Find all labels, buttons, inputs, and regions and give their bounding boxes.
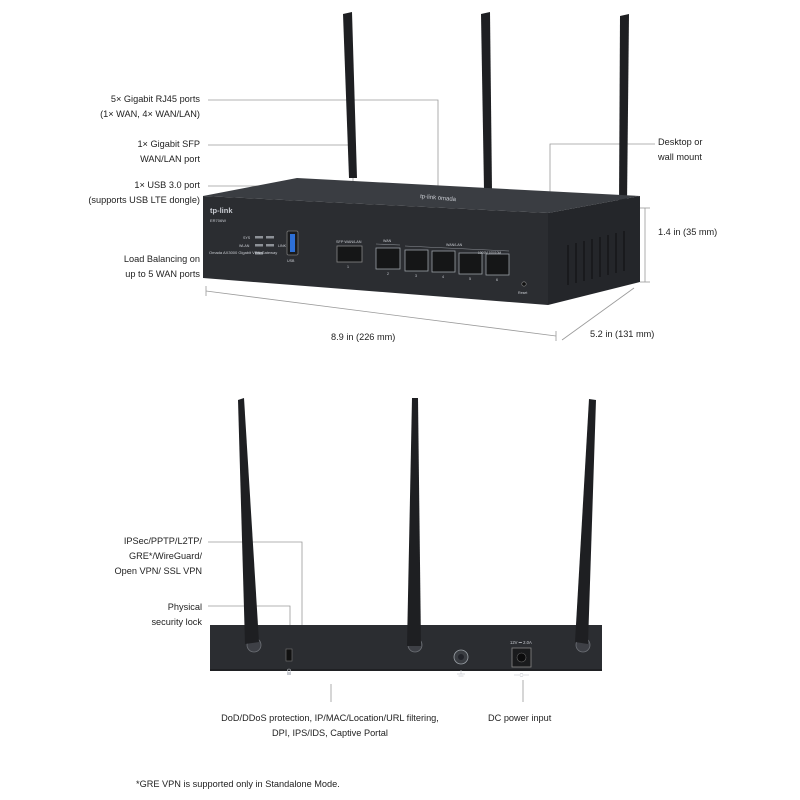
callout-line: up to 5 WAN ports (125, 269, 200, 279)
front-device-labels: tp-link ER706W Omada AX3000 Gigabit VPN … (209, 194, 527, 295)
callout-line: (1× WAN, 4× WAN/LAN) (100, 109, 200, 119)
front-antennas (343, 12, 629, 205)
dimension-width: 8.9 in (226 mm) (331, 332, 396, 342)
callout-line: DoD/DDoS protection, IP/MAC/Location/URL… (221, 713, 439, 723)
callout-security-lock: Physical security lock (151, 600, 202, 630)
model-label: ER706W (210, 218, 226, 223)
callout-mount: Desktop or wall mount (658, 135, 702, 165)
power-rating: 12V ⎓ 2.0A (510, 640, 532, 645)
dimension-height: 1.4 in (35 mm) (658, 227, 718, 237)
callout-line: Open VPN/ SSL VPN (114, 566, 203, 576)
wanlan-label: WAN/LAN (446, 243, 463, 247)
callout-line: DPI, IPS/IDS, Captive Portal (272, 728, 388, 738)
rj45-port-number: 2 (387, 272, 389, 276)
back-antennas (238, 398, 596, 646)
wan-label: WAN (383, 239, 392, 243)
speed-label: 1000M 100/10M (478, 251, 501, 255)
callout-line: GRE*/WireGuard/ (128, 551, 202, 561)
callout-line: WAN/LAN port (140, 154, 200, 164)
rj45-port-number: 4 (442, 275, 444, 279)
callout-rj45-ports: 5× Gigabit RJ45 ports (1× WAN, 4× WAN/LA… (100, 92, 200, 122)
callout-usb-port: 1× USB 3.0 port (supports USB LTE dongle… (88, 178, 200, 208)
sfp-port-label: SFP WAN/LAN (336, 240, 362, 244)
led-label-wlan: WLAN (239, 244, 250, 248)
footnote: *GRE VPN is supported only in Standalone… (136, 779, 340, 789)
callout-line: 1× USB 3.0 port (134, 180, 200, 190)
rj45-port-number: 3 (415, 274, 417, 278)
rj45-port-number: 5 (469, 277, 471, 281)
ground-icon (457, 670, 465, 677)
callout-load-balancing: Load Balancing on up to 5 WAN ports (124, 252, 200, 282)
sfp-port-number: 1 (347, 265, 349, 269)
callout-line: 1× Gigabit SFP (137, 139, 200, 149)
callout-line: IPSec/PPTP/L2TP/ (123, 536, 202, 546)
rj45-port-number: 6 (496, 278, 498, 282)
callout-line: 5× Gigabit RJ45 ports (110, 94, 200, 104)
reset-label: Reset (518, 291, 527, 295)
dimension-depth: 5.2 in (131 mm) (590, 329, 655, 339)
callout-line: Physical (167, 602, 202, 612)
usb-port-label: USB (287, 259, 295, 263)
brand-logo: tp-link (210, 206, 233, 215)
callout-dc-power: DC power input (488, 713, 552, 723)
callout-line: Load Balancing on (123, 254, 200, 264)
callout-security-features: DoD/DDoS protection, IP/MAC/Location/URL… (212, 711, 448, 741)
callout-line: wall mount (658, 152, 702, 162)
top-logo: tp-link omada (420, 194, 457, 203)
lock-icon (287, 668, 291, 675)
led-label-sys: SYS (243, 236, 251, 240)
front-router-body (203, 178, 640, 305)
callout-sfp-port: 1× Gigabit SFP WAN/LAN port (137, 137, 200, 167)
dc-polarity-icon (514, 673, 529, 677)
callout-line: security lock (151, 617, 202, 627)
callout-line: (supports USB LTE dongle) (88, 195, 200, 205)
callout-vpn: IPSec/PPTP/L2TP/ GRE*/WireGuard/ Open VP… (115, 534, 203, 579)
back-router-body (210, 625, 602, 671)
led-label-link: LINK (278, 244, 287, 248)
back-device-labels: 12V ⎓ 2.0A (287, 640, 532, 677)
callout-line: Desktop or (658, 137, 703, 147)
subtitle-label: Omada AX3000 Gigabit VPN Gateway (209, 250, 277, 255)
